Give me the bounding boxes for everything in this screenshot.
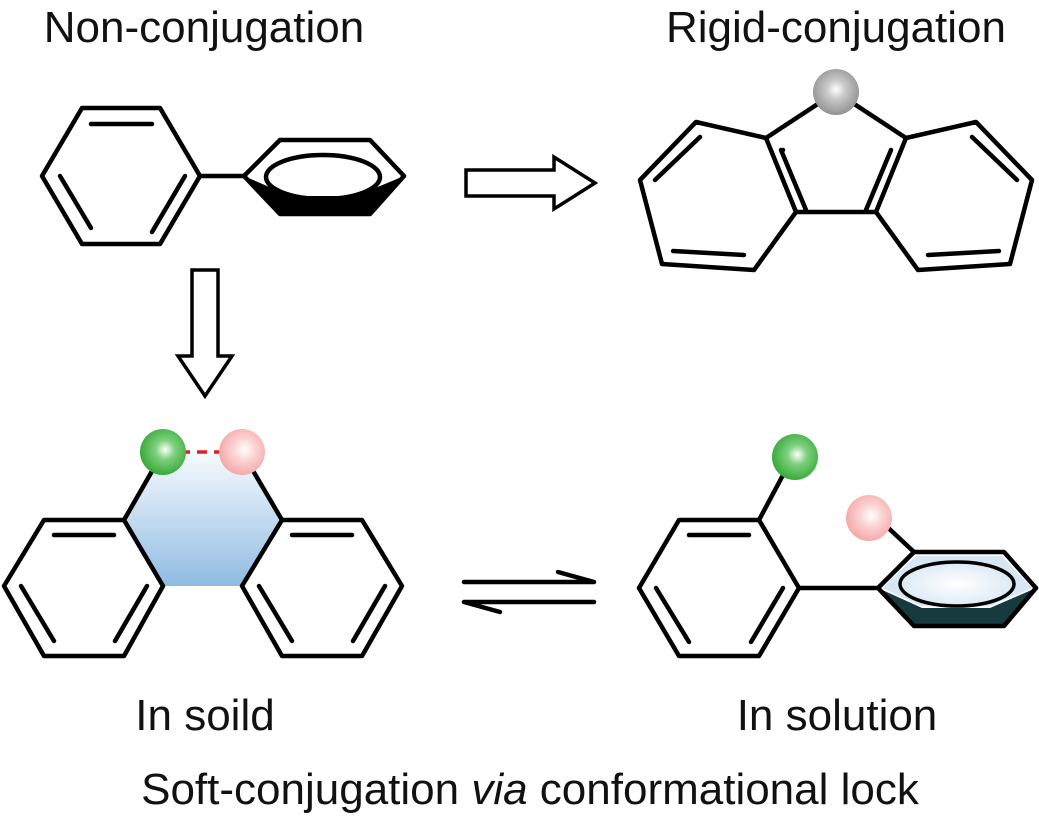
biphenyl-molecule [39,105,407,247]
benzene-ring-right [873,119,1035,273]
caption-italic: via [471,765,527,814]
green-atom [140,429,186,475]
equilibrium-harpoons-icon [461,569,597,615]
double-bond [256,583,295,644]
label-in-solution: In solution [737,691,938,740]
benzene-ring-left [637,119,799,273]
double-bond [969,134,1020,183]
double-bond [350,583,388,644]
fluorene-molecule [637,69,1035,273]
benzene-ring-right [239,517,405,659]
benzene-ring-tilted-dark-edge [244,176,404,214]
label-rigid-conjugation: Rigid-conjugation [666,3,1006,52]
aromatic-circle [898,560,1016,608]
benzene-ring-left [1,517,166,659]
double-bond [112,583,150,644]
caption: Soft-conjugation via conformational lock [141,765,920,814]
benzene-ring-left [636,517,802,659]
double-bond [57,173,94,231]
benzene-ring-tilted [241,137,407,217]
bridge-region [124,452,282,586]
gray-atom [813,69,859,115]
double-bond [778,147,809,213]
double-bond [925,248,1002,258]
green-atom [772,434,818,480]
benzene-ring-left [39,105,203,247]
double-bond [653,585,692,645]
double-bond [652,134,703,183]
double-bond [149,173,188,235]
twisted-biphenyl-solution [636,434,1039,659]
hollow-down-arrow-icon [174,268,236,400]
label-in-solid: In soild [135,691,274,740]
double-bond [748,585,786,645]
tilted-ring-dark-edge [878,588,1036,626]
caption-prefix: Soft-conjugation [141,765,471,814]
pink-atom [219,429,265,475]
label-non-conjugation: Non-conjugation [44,3,364,52]
double-bond [863,147,894,213]
double-bond [18,583,57,644]
double-bond [670,248,747,258]
hollow-right-arrow-icon [464,153,599,213]
locked-biphenyl-solid [1,429,405,659]
caption-suffix: conformational lock [528,765,920,814]
pink-atom [846,495,892,541]
aromatic-circle [263,152,383,202]
